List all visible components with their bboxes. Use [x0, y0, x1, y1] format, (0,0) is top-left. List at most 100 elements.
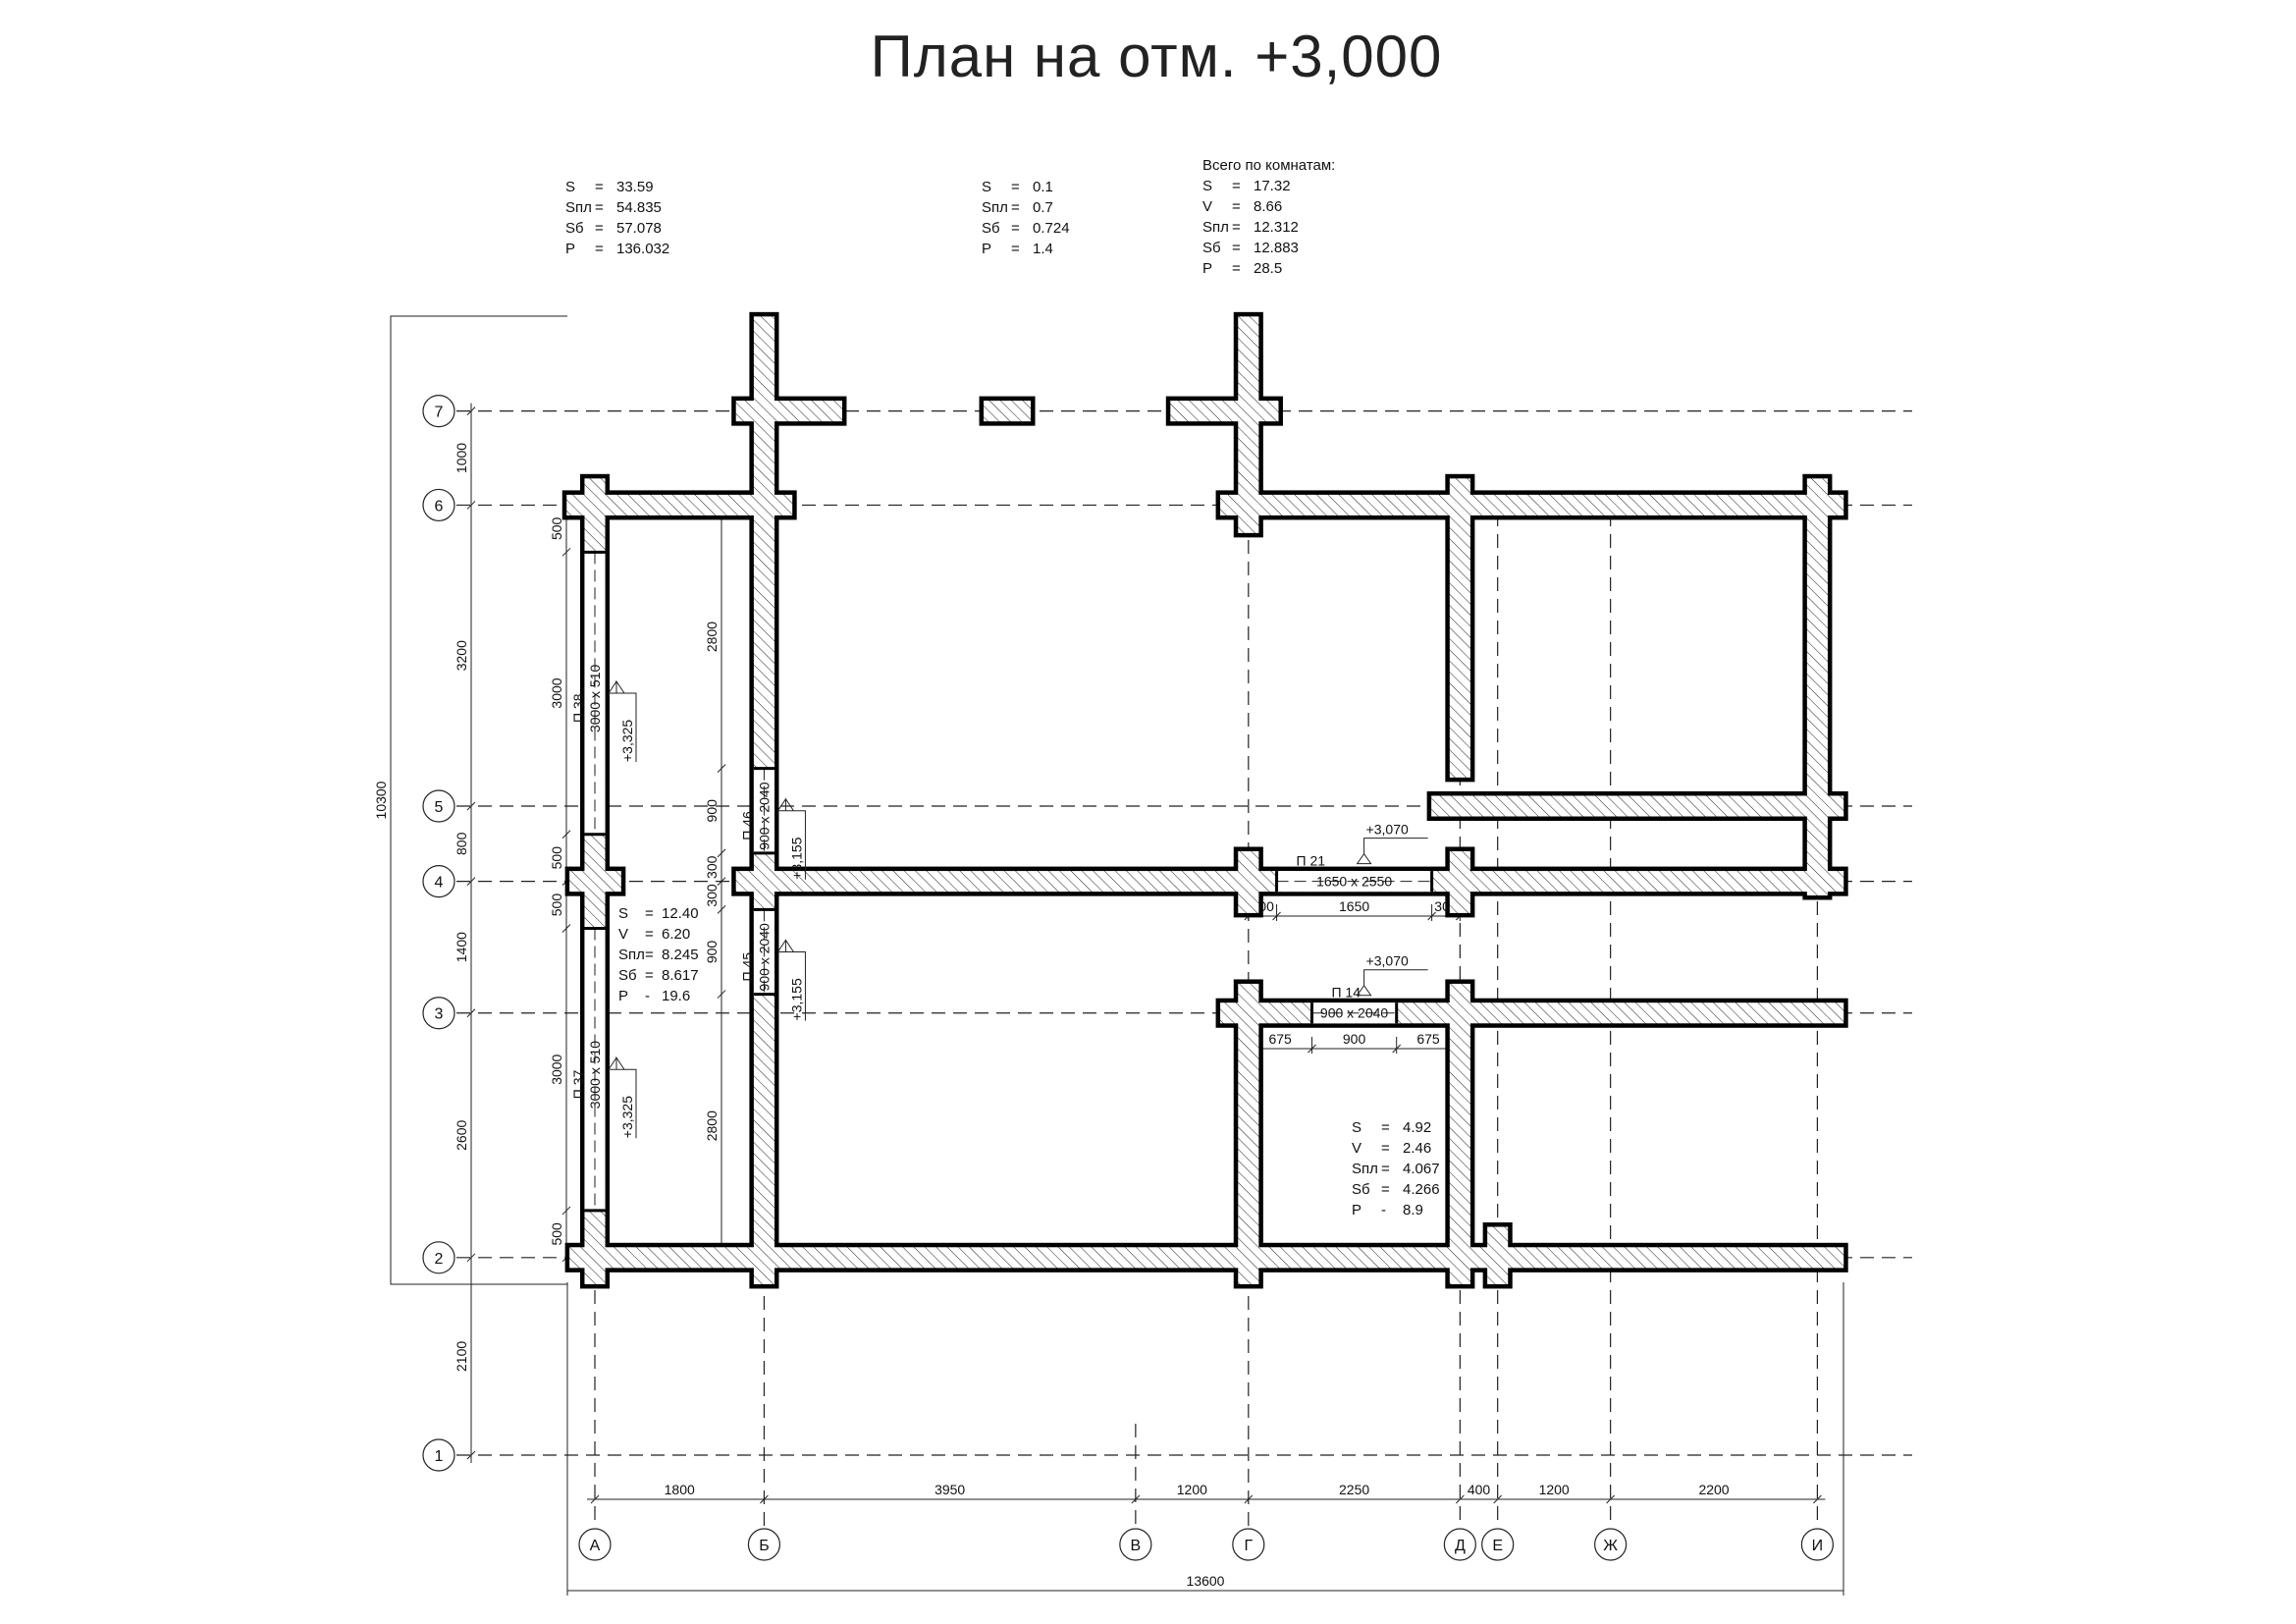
- stat-label: Sпл: [982, 199, 1008, 216]
- opening-mark: П 38: [570, 693, 586, 723]
- dimension-tick: [466, 877, 476, 886]
- stat-label: P: [618, 988, 628, 1004]
- opening-mark: П 37: [570, 1069, 586, 1099]
- opening-elevation: +3,070: [1366, 822, 1409, 838]
- opening-elevation: +3,070: [1366, 953, 1409, 969]
- elevation-marker: [776, 797, 806, 880]
- elevation-marker: [1356, 838, 1428, 865]
- axis-label-col: Ж: [1603, 1538, 1618, 1554]
- stat-label: Sб: [982, 220, 1000, 237]
- dimension-label: 1400: [454, 932, 469, 962]
- stat-value: 12.883: [1254, 240, 1299, 256]
- stat-label: Sпл: [1202, 219, 1229, 236]
- axis-bubble-row: [422, 488, 455, 522]
- axis-label-col: А: [590, 1538, 601, 1554]
- wall: [1487, 1226, 1509, 1284]
- stat-label: Sб: [618, 967, 637, 984]
- stat-value: 8.245: [662, 947, 699, 963]
- axis-bubble-col: [747, 1528, 781, 1561]
- wall: [1806, 478, 1828, 895]
- stat-equals: =: [1011, 199, 1020, 216]
- wall: [984, 401, 1032, 422]
- axis-bubble-row: [422, 1438, 455, 1472]
- stat-label: V: [1202, 198, 1212, 215]
- dimension-label: 2800: [704, 1110, 720, 1141]
- dimension-label: 675: [1268, 1031, 1292, 1047]
- dimension-label: 2100: [454, 1341, 469, 1372]
- dimension-tick: [760, 1494, 769, 1504]
- opening-elevation: +3,155: [788, 837, 804, 879]
- elevation-marker: [776, 938, 806, 1021]
- stat-label: V: [618, 926, 628, 943]
- opening-size: 3000 x 510: [587, 1041, 603, 1109]
- dimension-label: 1650: [1339, 898, 1369, 914]
- stat-value: 19.6: [662, 988, 690, 1004]
- opening-elevation: +3,155: [788, 978, 804, 1020]
- axis-bubble-row: [422, 395, 455, 428]
- axis-bubble-row: [422, 865, 455, 898]
- stat-label: V: [1352, 1140, 1362, 1157]
- stat-equals: =: [595, 179, 604, 195]
- dimension-tick: [466, 406, 476, 415]
- stat-value: 2.46: [1403, 1140, 1431, 1157]
- axis-label-col: Б: [759, 1538, 770, 1554]
- axis-label-col: И: [1812, 1538, 1824, 1554]
- dimension-tick: [1244, 1494, 1254, 1504]
- axis-bubble-col: [1594, 1528, 1628, 1561]
- opening-mark: П 14: [1331, 985, 1361, 1001]
- dimension-label: 2600: [454, 1119, 469, 1150]
- dimension-label: 13600: [1187, 1573, 1225, 1589]
- axis-bubble-row: [422, 1241, 455, 1274]
- opening-mark: П 45: [739, 952, 755, 982]
- dimension-label: 1200: [1177, 1482, 1207, 1497]
- dimension-label: 300: [704, 884, 720, 907]
- dimension-tick: [561, 924, 571, 933]
- dimension-tick: [561, 547, 571, 557]
- axis-label-col: Г: [1244, 1538, 1253, 1554]
- opening: [584, 928, 606, 1211]
- dimension-label: 500: [549, 1222, 564, 1246]
- stat-value: 136.032: [616, 241, 669, 257]
- axis-label-row: 7: [435, 405, 444, 421]
- stat-value: 33.59: [616, 179, 654, 195]
- opening-mark: П 46: [739, 811, 755, 840]
- wall: [1238, 850, 1259, 913]
- dimension-label: 1000: [454, 443, 469, 473]
- stat-equals: =: [645, 926, 654, 943]
- stat-equals: =: [1381, 1119, 1390, 1136]
- dimension-tick: [1493, 1494, 1503, 1504]
- wall: [569, 1247, 1844, 1269]
- stat-equals: =: [1232, 260, 1241, 277]
- axis-bubble-col: [1800, 1528, 1835, 1561]
- opening-size: 1650 x 2550: [1316, 874, 1392, 890]
- axis-label-col: Д: [1455, 1538, 1466, 1554]
- dimension-tick: [717, 877, 726, 886]
- opening-size: 900 x 2040: [756, 782, 772, 849]
- stats-total-header: Всего по комнатам:: [1202, 157, 1335, 174]
- dimension-tick: [717, 990, 726, 999]
- stat-label: S: [1202, 178, 1212, 194]
- stat-equals: =: [1011, 220, 1020, 237]
- axis-bubble-col: [578, 1528, 612, 1561]
- stat-equals: =: [595, 220, 604, 237]
- axis-label-row: 4: [435, 875, 444, 892]
- dimension-label: 675: [1416, 1031, 1440, 1047]
- axis-label-row: 3: [435, 1006, 444, 1023]
- dimension-label: 3000: [549, 1054, 564, 1084]
- axis-bubble-col: [1232, 1528, 1265, 1561]
- stat-value: 12.312: [1254, 219, 1299, 236]
- stat-equals: =: [1381, 1140, 1390, 1157]
- stat-value: 8.66: [1254, 198, 1282, 215]
- dimension-tick: [717, 905, 726, 914]
- stat-label: P: [982, 241, 991, 257]
- opening-size: 900 x 2040: [756, 923, 772, 991]
- dimension-tick: [466, 501, 476, 510]
- dimension-label: 2800: [704, 622, 720, 652]
- opening-size: 3000 x 510: [587, 665, 603, 732]
- stat-value: 57.078: [616, 220, 662, 237]
- stat-label: Sб: [565, 220, 584, 237]
- axis-label-col: В: [1131, 1538, 1142, 1554]
- dimension-label: 900: [704, 799, 720, 823]
